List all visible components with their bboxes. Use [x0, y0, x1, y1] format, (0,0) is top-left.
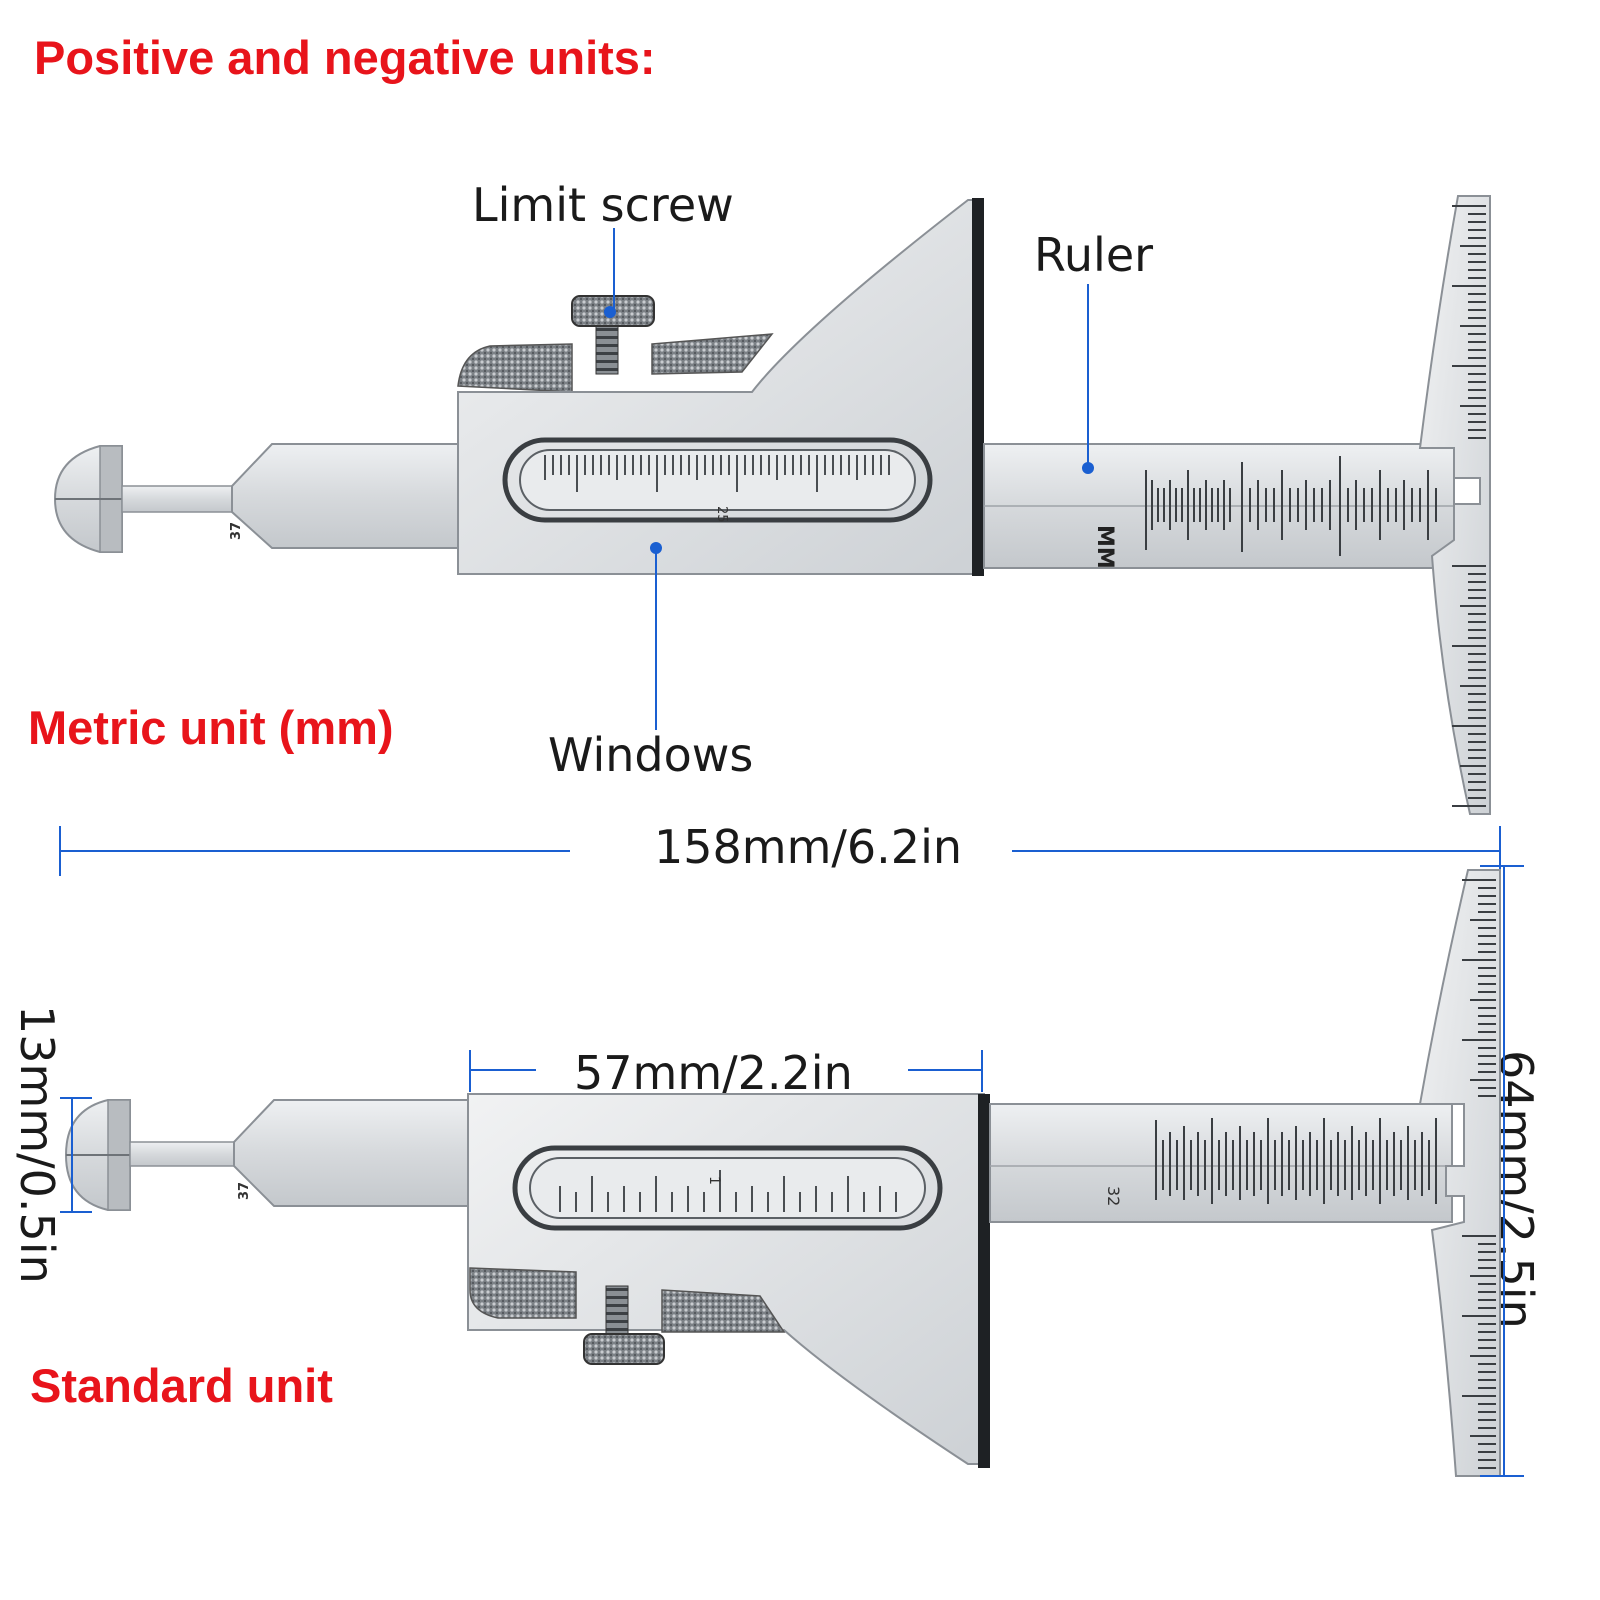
- metric-angle-mark: 37: [229, 522, 244, 540]
- height-line: [1480, 865, 1524, 1477]
- tip-line: [60, 1097, 92, 1213]
- heading-positive-negative: Positive and negative units:: [34, 31, 656, 84]
- total-length-dimension: 158mm/6.2in: [654, 820, 963, 874]
- standard-scale-number: 32: [1104, 1186, 1123, 1206]
- standard-window-scale: [559, 1170, 897, 1212]
- heading-metric-unit: Metric unit (mm): [28, 701, 394, 754]
- standard-limit-screw-thread: [605, 1285, 629, 1341]
- limit-screw-label: Limit screw: [472, 178, 734, 232]
- metric-gauge-shaft: [231, 443, 463, 549]
- standard-gauge-shaft: [233, 1099, 471, 1207]
- metric-window: [502, 437, 933, 523]
- body-width-line: [469, 1050, 983, 1092]
- metric-callouts: [613, 228, 1089, 730]
- body-width-dimension: 57mm/2.2in: [574, 1046, 853, 1100]
- metric-vertical-ruler-scale: [1452, 205, 1486, 807]
- metric-window-scale: [544, 455, 890, 492]
- standard-angle-mark: 37: [237, 1182, 252, 1200]
- heading-standard-unit: Standard unit: [30, 1359, 333, 1412]
- standard-vertical-ruler-scale: [1462, 879, 1496, 1469]
- standard-window: [512, 1145, 943, 1231]
- metric-limit-screw-thread: [595, 321, 619, 375]
- metric-scale-unit: MM: [1092, 525, 1117, 569]
- standard-ruler-scale: [1155, 1118, 1437, 1204]
- ruler-label: Ruler: [1034, 228, 1154, 282]
- total-length-line: [59, 826, 1501, 876]
- windows-label: Windows: [548, 728, 754, 782]
- standard-limit-screw-knob: [583, 1333, 665, 1365]
- standard-ruler-beam: [989, 1103, 1453, 1223]
- standard-gauge: 37 1 32: [64, 869, 1501, 1477]
- metric-window-number: 25: [714, 506, 729, 523]
- metric-gauge: 37 25: [53, 195, 1491, 815]
- standard-window-number: 1: [706, 1176, 722, 1185]
- metric-ruler-scale: [1145, 456, 1437, 556]
